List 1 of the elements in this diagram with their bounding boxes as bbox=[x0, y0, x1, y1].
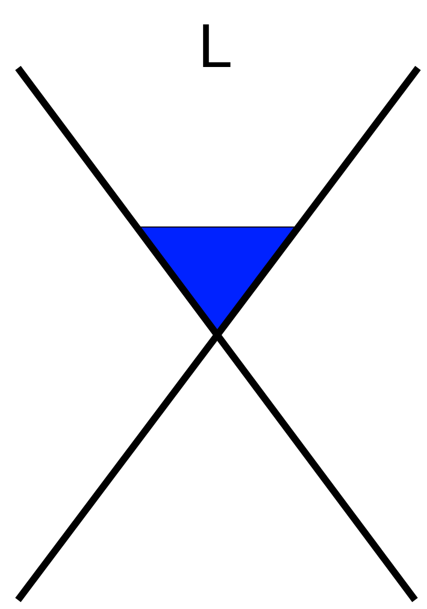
axis-label: L bbox=[198, 16, 232, 78]
